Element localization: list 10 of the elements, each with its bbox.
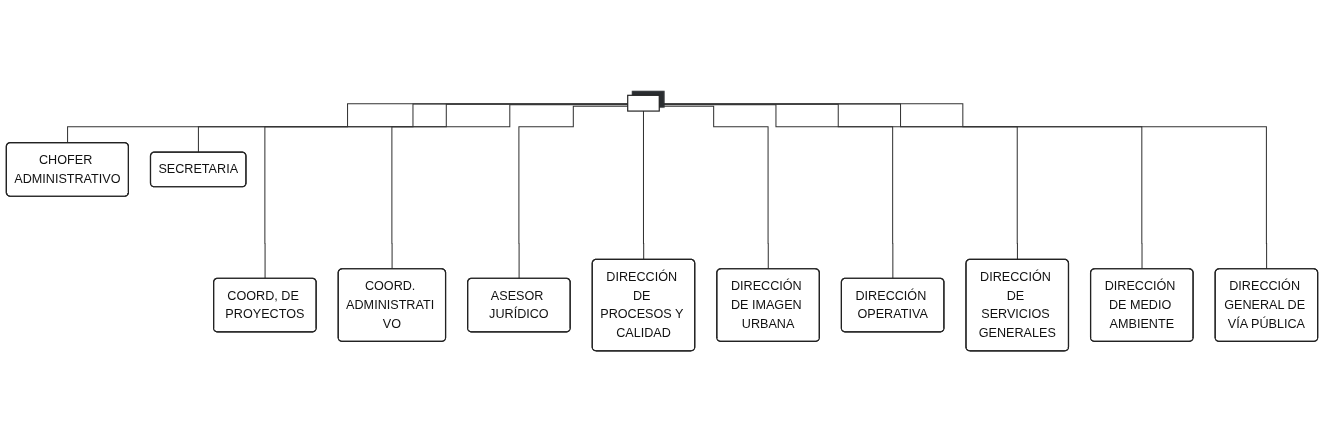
connector [391, 104, 629, 271]
connector [518, 106, 629, 280]
connector [658, 106, 769, 271]
connector [264, 104, 629, 280]
connector [658, 103, 1268, 271]
connector [197, 103, 629, 154]
connector [658, 104, 894, 280]
connector [642, 111, 645, 261]
node-box [627, 95, 660, 113]
connector [658, 103, 1143, 271]
